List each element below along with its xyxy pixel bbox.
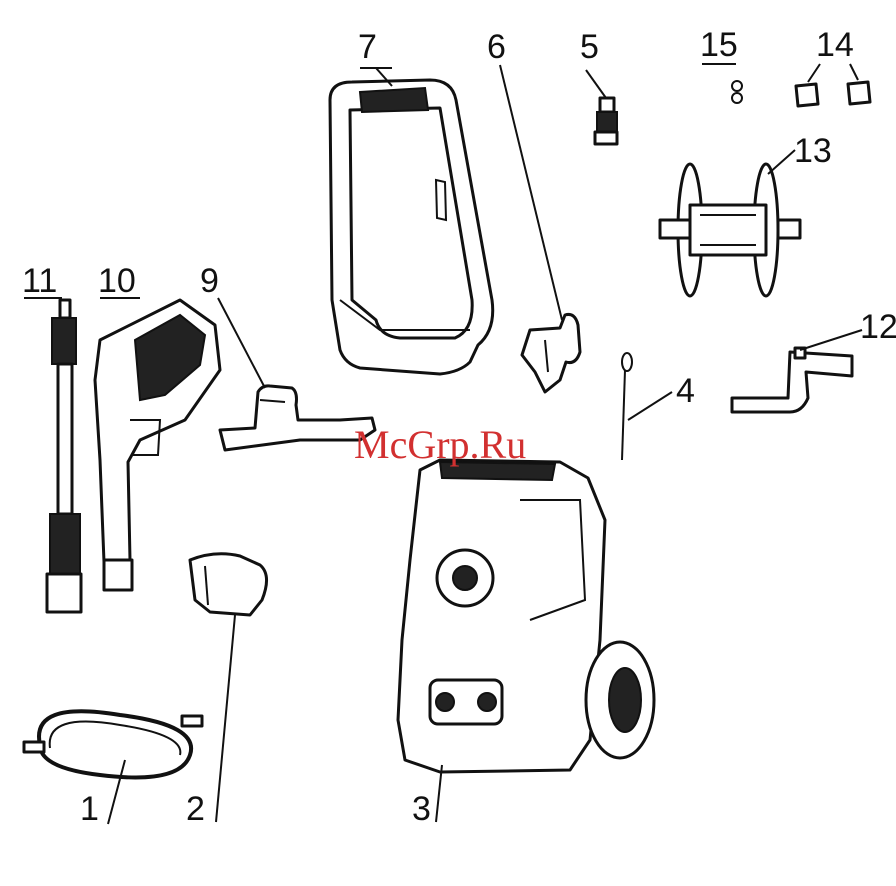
- part-13-hose-reel: [660, 164, 800, 296]
- label-part-4: 4: [676, 372, 695, 410]
- part-9-hose-holder: [220, 386, 375, 450]
- part-14-caps: [796, 82, 870, 106]
- watermark: McGrp.Ru: [354, 422, 526, 467]
- part-5-connector: [595, 98, 617, 144]
- label-part-3: 3: [412, 790, 431, 828]
- part-12-bracket: [732, 348, 852, 412]
- part-2-accessory-holder: [190, 554, 267, 615]
- label-part-12: 12: [860, 308, 896, 346]
- part-11-lance: [47, 300, 81, 612]
- part-6-holder-hook: [522, 314, 580, 392]
- label-part-7: 7: [358, 28, 377, 66]
- part-15-o-ring: [732, 81, 742, 103]
- label-part-15: 15: [700, 26, 738, 64]
- label-part-11: 11: [22, 262, 57, 300]
- label-part-2: 2: [186, 790, 205, 828]
- label-part-13: 13: [794, 132, 832, 170]
- part-10-spray-gun: [95, 300, 220, 590]
- label-part-6: 6: [487, 28, 506, 66]
- part-3-main-unit: [398, 460, 654, 772]
- part-7-cover: [330, 80, 493, 374]
- label-part-10: 10: [98, 262, 136, 300]
- part-1-hose: [24, 711, 202, 777]
- label-part-9: 9: [200, 262, 219, 300]
- label-part-5: 5: [580, 28, 599, 66]
- label-part-1: 1: [80, 790, 99, 828]
- label-part-14: 14: [816, 26, 854, 64]
- part-4-pin: [622, 353, 632, 460]
